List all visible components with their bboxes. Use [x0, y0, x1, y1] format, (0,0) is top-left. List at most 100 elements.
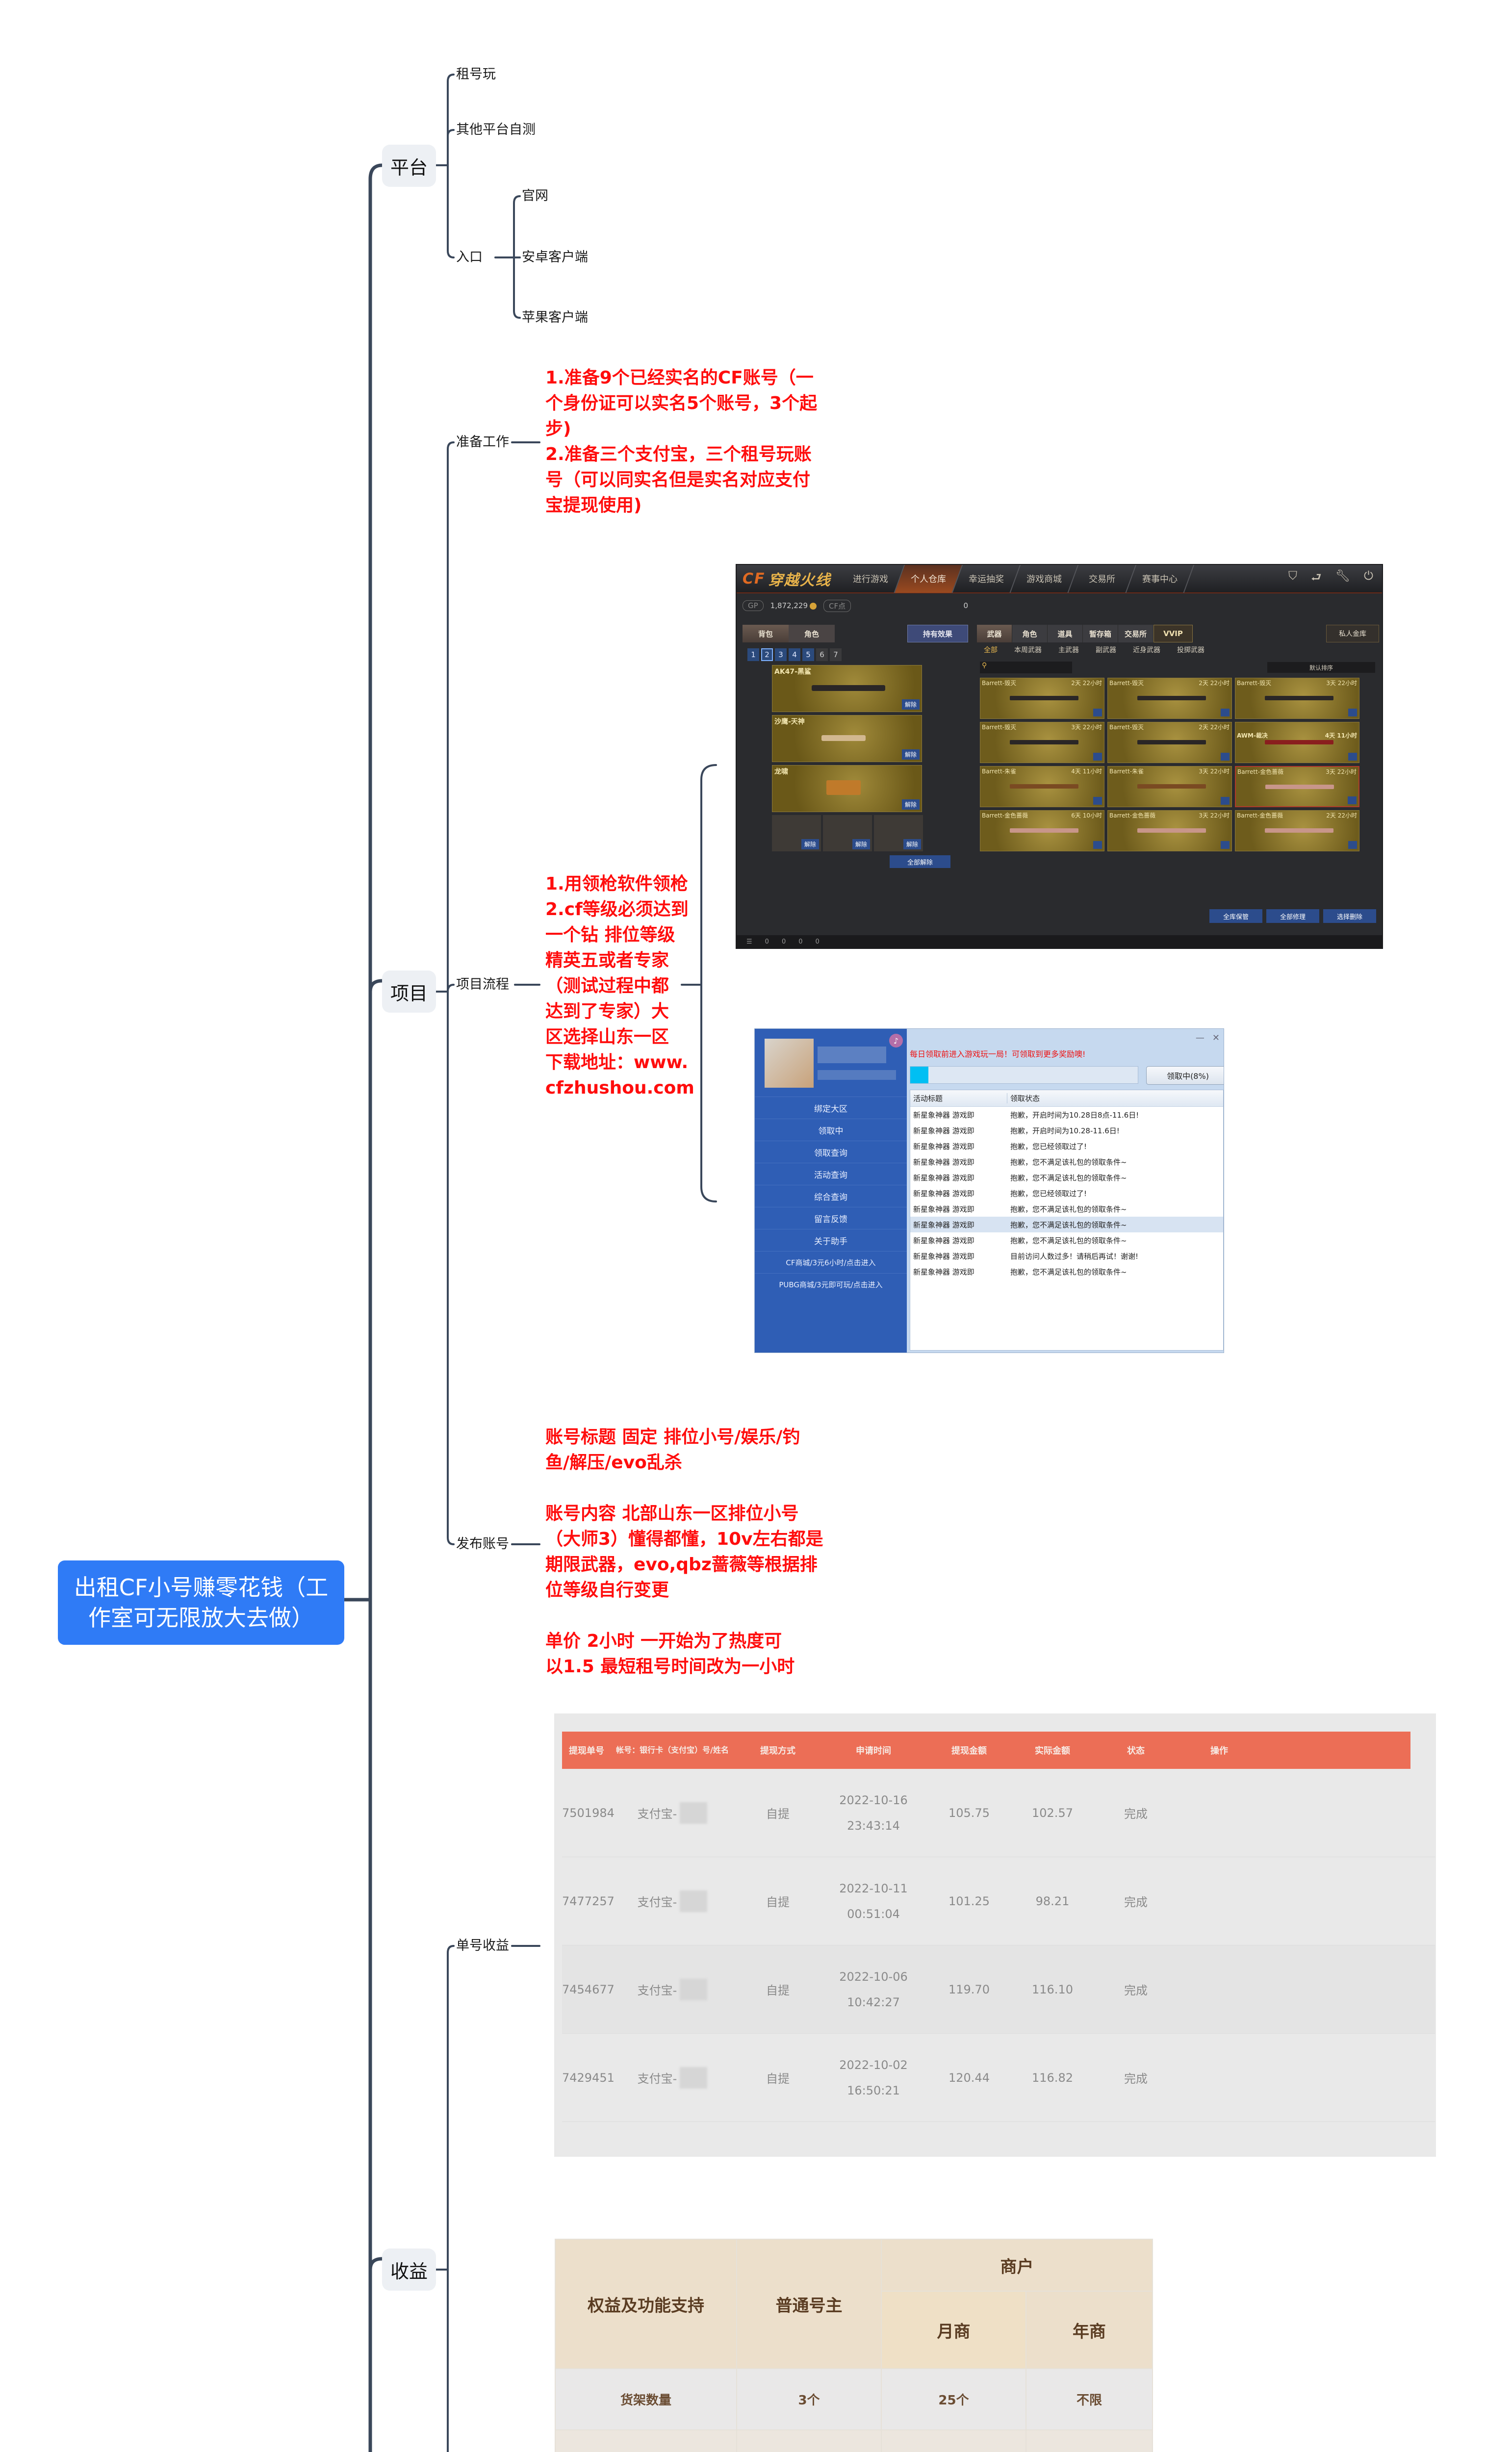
menu-about[interactable]: 关于助手	[755, 1229, 907, 1251]
menu-feedback[interactable]: 留言反馈	[755, 1207, 907, 1229]
slot-3[interactable]: 3	[775, 648, 787, 661]
list-item[interactable]: 新星象神器 游戏即抱歉，您不满足该礼包的领取条件~	[913, 1173, 1127, 1182]
power-icon[interactable]: ⏻	[1364, 568, 1373, 583]
subtab-all[interactable]: 全部	[984, 646, 998, 654]
subtopic-single-income[interactable]: 单号收益	[456, 1938, 509, 1953]
unequip-button[interactable]: 解除	[852, 839, 870, 849]
wrench-icon[interactable]: 🔧︎	[1335, 568, 1351, 583]
equipped-item[interactable]: 解除	[772, 815, 821, 851]
equipped-weapon[interactable]: 龙啸解除	[772, 765, 922, 812]
menu-activity-query[interactable]: 活动查询	[755, 1163, 907, 1185]
tab-roles[interactable]: 角色	[1012, 625, 1048, 642]
subtopic-preparation[interactable]: 准备工作	[456, 434, 509, 450]
slot-4[interactable]: 4	[789, 648, 800, 661]
nav-lottery[interactable]: 幸运抽奖	[952, 565, 1021, 593]
equipped-weapon[interactable]: 沙鹰-天神解除	[772, 715, 922, 762]
list-item-selected[interactable]: 新星象神器 游戏即抱歉，您不满足该礼包的领取条件~	[910, 1217, 1223, 1232]
nav-exchange[interactable]: 交易所	[1068, 565, 1137, 593]
subtopic-official-site[interactable]: 官网	[522, 188, 548, 204]
equipped-weapon[interactable]: AK47-黑鲨解除	[772, 665, 922, 712]
slot-7[interactable]: 7	[830, 648, 842, 661]
menu-claim-query[interactable]: 领取查询	[755, 1141, 907, 1163]
subtopic-publish-account[interactable]: 发布账号	[456, 1536, 509, 1552]
topic-platform[interactable]: 平台	[382, 145, 436, 187]
tab-vvip[interactable]: VVIP	[1153, 625, 1193, 642]
nav-events[interactable]: 赛事中心	[1126, 565, 1195, 593]
subtab-melee[interactable]: 近身武器	[1133, 646, 1160, 654]
list-item[interactable]: 新星象神器 游戏即抱歉，开启时间为10.28日8点-11.6日!	[913, 1110, 1139, 1120]
subtopic-android-client[interactable]: 安卓客户端	[522, 250, 588, 265]
subtab-weekly[interactable]: 本周武器	[1014, 646, 1042, 654]
minimize-icon[interactable]: —	[1195, 1033, 1204, 1043]
subtopic-entry[interactable]: 入口	[456, 250, 483, 265]
back-icon[interactable]: ⮐	[1310, 570, 1322, 584]
menu-claiming[interactable]: 领取中	[755, 1119, 907, 1141]
tab-backpack[interactable]: 背包	[743, 625, 789, 642]
repair-all-button[interactable]: 全部修理	[1266, 909, 1319, 923]
tab-storage[interactable]: 暂存箱	[1083, 625, 1118, 642]
tab-character[interactable]: 角色	[789, 625, 835, 642]
subtopic-zuhaowan[interactable]: 租号玩	[456, 67, 496, 82]
nav-shop[interactable]: 游戏商城	[1010, 565, 1079, 593]
weapon-search-input[interactable]: ⚲	[980, 662, 1072, 673]
topic-income[interactable]: 收益	[382, 2248, 436, 2291]
tab-weapons[interactable]: 武器	[977, 625, 1012, 642]
unequip-button[interactable]: 解除	[903, 839, 921, 849]
tab-props[interactable]: 道具	[1048, 625, 1083, 642]
delete-selected-button[interactable]: 选择删除	[1323, 909, 1376, 923]
slot-6[interactable]: 6	[816, 648, 828, 661]
list-item[interactable]: 新星象神器 游戏即抱歉，您已经领取过了!	[913, 1189, 1087, 1198]
shield-icon[interactable]: ⛉	[1288, 568, 1297, 583]
subtopic-ios-client[interactable]: 苹果客户端	[522, 310, 588, 325]
hold-effect-button[interactable]: 持有效果	[907, 625, 968, 642]
subtab-primary[interactable]: 主武器	[1058, 646, 1079, 654]
preparation-note[interactable]: 1.准备9个已经实名的CF账号（一 个身份证可以实名5个账号，3个起 步) 2.…	[545, 368, 818, 515]
menu-general-query[interactable]: 综合查询	[755, 1185, 907, 1207]
menu-bind-region[interactable]: 绑定大区	[755, 1097, 907, 1119]
list-item[interactable]: 新星象神器 游戏即抱歉，您不满足该礼包的领取条件~	[913, 1236, 1127, 1245]
slot-5[interactable]: 5	[802, 648, 814, 661]
unequip-button[interactable]: 解除	[801, 839, 819, 849]
root-topic[interactable]: 出租CF小号赚零花钱（工作室可无限放大去做）	[58, 1560, 344, 1645]
music-icon[interactable]: ♪	[889, 1034, 903, 1047]
unequip-button[interactable]: 解除	[901, 799, 920, 810]
sort-dropdown[interactable]: 默认排序	[1267, 662, 1375, 673]
subtopic-other-platforms[interactable]: 其他平台自测	[456, 122, 536, 137]
slot-2[interactable]: 2	[761, 648, 773, 661]
unequip-button[interactable]: 解除	[901, 749, 920, 760]
private-vault-button[interactable]: 私人金库	[1326, 625, 1379, 642]
claim-button[interactable]: 领取中(8%)	[1146, 1066, 1224, 1085]
store-all-button[interactable]: 全库保管	[1209, 909, 1262, 923]
topic-project[interactable]: 项目	[382, 971, 436, 1013]
subtopic-project-flow[interactable]: 项目流程	[456, 977, 509, 992]
list-item[interactable]: 新星象神器 游戏即抱歉，您不满足该礼包的领取条件~	[913, 1267, 1127, 1277]
equipped-item[interactable]: 解除	[823, 815, 872, 851]
equipped-item[interactable]: 解除	[874, 815, 923, 851]
list-item[interactable]: 新星象神器 游戏即目前访问人数过多！请稍后再试！谢谢!	[913, 1252, 1139, 1261]
list-item[interactable]: 新星象神器 游戏即抱歉，您不满足该礼包的领取条件~	[913, 1204, 1127, 1214]
publish-account-note[interactable]: 账号标题 固定 排位小号/娱乐/钓 鱼/解压/evo乱杀 账号内容 北部山东一区…	[545, 1427, 823, 1677]
unequip-button[interactable]: 解除	[901, 699, 920, 710]
slot-1[interactable]: 1	[747, 648, 759, 661]
list-item[interactable]: 新星象神器 游戏即抱歉，您不满足该礼包的领取条件~	[913, 1157, 1127, 1167]
nav-play[interactable]: 进行游戏	[837, 565, 905, 593]
menu-cf-shop[interactable]: CF商城/3元6小时/点击进入	[755, 1251, 907, 1273]
nav-warehouse[interactable]: 个人仓库	[895, 565, 963, 593]
list-item[interactable]: 新星象神器 游戏即抱歉，开启时间为10.28-11.6日!	[913, 1126, 1120, 1135]
subtab-secondary[interactable]: 副武器	[1096, 646, 1116, 654]
col-activity-title[interactable]: 活动标题	[910, 1093, 1007, 1103]
close-icon[interactable]: ✕	[1212, 1033, 1220, 1043]
col-claim-status[interactable]: 领取状态	[1010, 1094, 1040, 1103]
tab-trade[interactable]: 交易所	[1118, 625, 1153, 642]
